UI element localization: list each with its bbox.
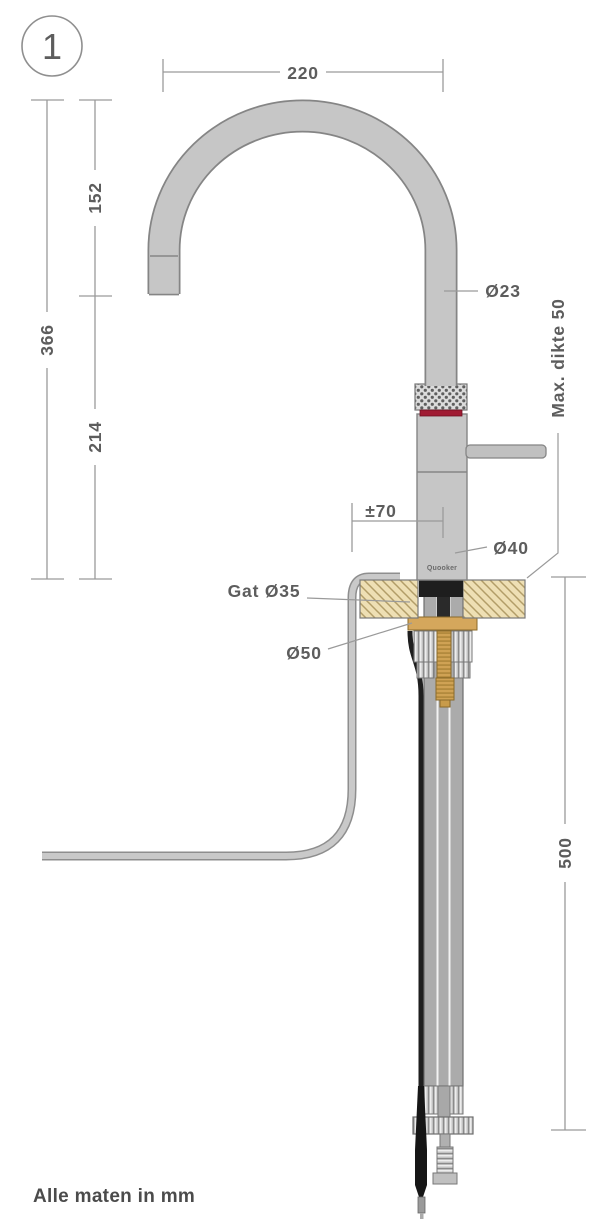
figure-number: 1	[42, 26, 62, 67]
brand-logo: Quooker	[427, 565, 457, 572]
hose-fitting-right	[449, 1085, 464, 1115]
dim-text-halo	[280, 58, 326, 84]
inner-shank	[437, 594, 450, 620]
leader-line	[526, 433, 559, 579]
center-tube-end	[437, 1085, 451, 1118]
dimension-left-group: 366 152 214	[31, 99, 112, 580]
dimension-underside: 500	[551, 576, 586, 1131]
brass-tension-nut	[435, 677, 455, 701]
worktop-left	[359, 579, 419, 619]
hose-end-fittings	[412, 1085, 474, 1219]
ribbed-connector	[436, 1146, 454, 1174]
dimension-side-play: ±70	[351, 501, 444, 552]
dim-value-366: 366	[37, 324, 57, 356]
electric-cable-upper	[407, 630, 424, 1086]
cable-plug	[417, 1196, 426, 1214]
collar-nut-right	[453, 661, 471, 679]
label-flange-diameter: Ø50	[286, 622, 413, 663]
electric-cable-lower	[415, 1086, 427, 1197]
worktop-right	[462, 579, 526, 619]
collar-nut-left	[416, 661, 435, 679]
threaded-collar-right	[450, 630, 473, 663]
leader-line	[306, 597, 411, 603]
label-max-thickness: Max. dikte 50	[526, 298, 568, 579]
tap-shank	[419, 578, 463, 597]
hose-fitting-left	[423, 1085, 439, 1115]
threaded-collar-left	[413, 630, 438, 663]
dim-text-halo	[82, 170, 108, 226]
dim-text-halo	[552, 824, 578, 882]
spout-tube	[149, 101, 456, 386]
dim-value-152: 152	[85, 182, 105, 214]
dim-text-halo	[34, 312, 60, 368]
dim-value-220: 220	[287, 63, 319, 83]
dim-text-halo	[82, 409, 108, 465]
knurled-ring	[414, 383, 468, 411]
brass-rod-tip	[439, 699, 451, 708]
leader-line	[454, 546, 488, 554]
dim-value-70: ±70	[365, 501, 396, 521]
connector-nut	[432, 1172, 458, 1185]
brass-threaded-rod	[436, 630, 452, 679]
dim-value-500: 500	[555, 837, 575, 869]
footer-note: Alle maten in mm	[33, 1186, 195, 1207]
label-o23: Ø23	[485, 281, 520, 301]
cable-plug-tip	[420, 1213, 424, 1219]
body-cylinder	[416, 413, 468, 581]
flexible-hose	[42, 572, 400, 861]
label-hole-diameter: Gat Ø35	[228, 581, 411, 603]
connector-stem	[439, 1133, 451, 1148]
mounting-hardware	[413, 630, 473, 708]
label-spout-diameter: Ø23	[444, 281, 520, 301]
label-o50: Ø50	[286, 643, 321, 663]
worktop	[359, 578, 526, 619]
dimension-reach: 220	[162, 58, 444, 92]
leader-line	[327, 622, 413, 650]
label-o40: Ø40	[493, 538, 528, 558]
red-indicator-band	[419, 409, 463, 417]
label-gat-o35: Gat Ø35	[228, 581, 301, 601]
fixing-flange	[407, 616, 478, 631]
label-body-diameter: Ø40	[454, 538, 528, 558]
dim-value-214: 214	[85, 421, 105, 453]
figure-circle	[21, 15, 83, 77]
hose-body	[42, 574, 400, 859]
spout	[147, 99, 458, 386]
figure-number-badge: 1	[21, 15, 83, 77]
handle-lever	[465, 444, 547, 459]
label-max-dikte: Max. dikte 50	[548, 298, 568, 417]
